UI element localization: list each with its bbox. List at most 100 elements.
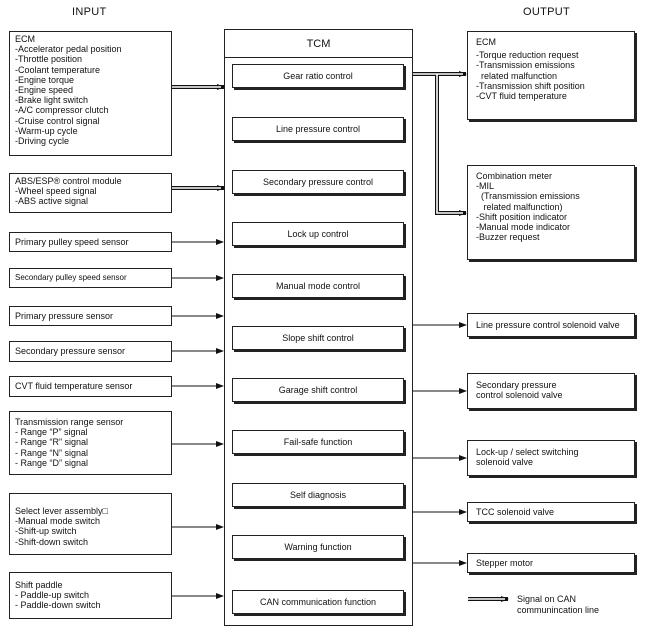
input-item: - Range “R” signal <box>15 437 89 448</box>
function-label: Lock up control <box>287 228 349 239</box>
input-item: -Driving cycle <box>15 136 70 147</box>
function-label: Slope shift control <box>282 332 354 343</box>
input-item: - Paddle-down switch <box>15 600 101 611</box>
legend-label: Signal on CAN communincation line <box>517 594 599 616</box>
function-label: Garage shift control <box>278 384 358 395</box>
function-manual-mode-control: Manual mode control <box>232 274 404 298</box>
output-combination-meter: Combination meter -MIL (Transmission emi… <box>467 165 635 260</box>
function-slope-shift-control: Slope shift control <box>232 326 404 350</box>
input-title: Secondary pulley speed sensor <box>15 273 127 282</box>
function-label: Secondary pressure control <box>262 176 374 187</box>
output-title: Line pressure control solenoid valve <box>476 320 620 330</box>
output-title: Secondary pressure <box>476 380 557 390</box>
function-label: Manual mode control <box>275 280 361 291</box>
input-item: -Shift-down switch <box>15 536 89 547</box>
output-item: -Manual mode indicator <box>476 222 571 233</box>
output-title: Lock-up / select switching <box>476 447 579 457</box>
function-self-diagnosis: Self diagnosis <box>232 483 404 507</box>
function-label: Warning function <box>284 541 352 552</box>
output-title: ECM <box>476 37 496 47</box>
input-item: -Coolant temperature <box>15 64 101 75</box>
input-item: -Warm-up cycle <box>15 125 78 136</box>
input-item: - Range “D” signal <box>15 457 89 468</box>
function-warning-function: Warning function <box>232 535 404 559</box>
output-item: -CVT fluid temperature <box>476 91 567 102</box>
input-item: -Throttle position <box>15 54 83 65</box>
input-item: -Manual mode switch <box>15 516 101 527</box>
input-shift-paddle: Shift paddle - Paddle-up switch - Paddle… <box>9 572 172 619</box>
output-item: solenoid valve <box>476 457 534 468</box>
function-label: CAN communication function <box>259 596 377 607</box>
input-abs-esp-module: ABS/ESP® control module -Wheel speed sig… <box>9 173 172 213</box>
input-cvt-fluid-temperature-sensor: CVT fluid temperature sensor <box>9 376 172 397</box>
output-line-pressure-control-solenoid-valve: Line pressure control solenoid valve <box>467 313 635 337</box>
input-item: -A/C compressor clutch <box>15 105 109 116</box>
output-tcc-solenoid-valve: TCC solenoid valve <box>467 502 635 522</box>
function-label: Self diagnosis <box>289 489 347 500</box>
output-item: -Buzzer request <box>476 232 540 243</box>
input-secondary-pulley-speed-sensor: Secondary pulley speed sensor <box>9 268 172 288</box>
function-label: Fail-safe function <box>283 436 353 447</box>
output-item: related malfunction <box>476 70 558 81</box>
input-secondary-pressure-sensor: Secondary pressure sensor <box>9 341 172 362</box>
legend-line-2: communincation line <box>517 605 600 615</box>
output-title: Combination meter <box>476 171 553 181</box>
input-title: Primary pressure sensor <box>15 311 114 321</box>
input-title: Primary pulley speed sensor <box>15 237 129 247</box>
input-item: -Wheel speed signal <box>15 186 97 197</box>
output-item: -Transmission emissions <box>476 60 575 71</box>
input-title: ECM <box>15 34 35 44</box>
output-item: related malfunction) <box>476 201 563 212</box>
input-item: - Range “N” signal <box>15 447 89 458</box>
input-title: ABS/ESP® control module <box>15 176 122 186</box>
input-item: -Cruise control signal <box>15 115 100 126</box>
function-can-communication-function: CAN communication function <box>232 590 404 614</box>
function-label: Gear ratio control <box>283 70 353 81</box>
function-gear-ratio-control: Gear ratio control <box>232 64 404 88</box>
input-primary-pulley-speed-sensor: Primary pulley speed sensor <box>9 232 172 252</box>
output-title: Stepper motor <box>476 558 534 568</box>
tcm-block: TCM <box>224 29 413 626</box>
input-item: -Accelerator pedal position <box>15 44 122 55</box>
function-fail-safe-function: Fail-safe function <box>232 430 404 454</box>
output-stepper-motor: Stepper motor <box>467 553 635 573</box>
input-title: Secondary pressure sensor <box>15 346 126 356</box>
function-line-pressure-control: Line pressure control <box>232 117 404 141</box>
tcm-title: TCM <box>306 38 331 50</box>
function-label: Line pressure control <box>275 123 361 134</box>
input-select-lever-assembly: Select lever assembly□ -Manual mode swit… <box>9 493 172 555</box>
output-ecm: ECM -Torque reduction request -Transmiss… <box>467 31 635 120</box>
input-item: - Range “P” signal <box>15 427 88 438</box>
input-title: Transmission range sensor <box>15 417 124 427</box>
input-transmission-range-sensor: Transmission range sensor - Range “P” si… <box>9 411 172 475</box>
output-secondary-pressure-control-solenoid-valve: Secondary pressure control solenoid valv… <box>467 373 635 409</box>
output-item: -MIL <box>476 181 494 192</box>
output-item: control solenoid valve <box>476 390 563 401</box>
output-item: (Transmission emissions <box>476 191 580 202</box>
legend-line-1: Signal on CAN <box>517 594 577 604</box>
output-header: OUTPUT <box>523 6 571 18</box>
input-item: -Engine speed <box>15 85 74 96</box>
function-secondary-pressure-control: Secondary pressure control <box>232 170 404 194</box>
function-lock-up-control: Lock up control <box>232 222 404 246</box>
input-title: CVT fluid temperature sensor <box>15 381 133 391</box>
input-title: Select lever assembly□ <box>15 506 108 516</box>
input-primary-pressure-sensor: Primary pressure sensor <box>9 306 172 326</box>
input-item: -Engine torque <box>15 74 75 85</box>
input-item: - Paddle-up switch <box>15 590 90 601</box>
input-item: -Shift-up switch <box>15 526 77 537</box>
tcm-divider <box>225 57 412 58</box>
output-title: TCC solenoid valve <box>476 507 555 517</box>
output-item: -Transmission shift position <box>476 80 585 91</box>
input-item: -ABS active signal <box>15 196 89 207</box>
output-item: -Torque reduction request <box>476 50 579 61</box>
input-item: -Brake light switch <box>15 95 89 106</box>
input-header: INPUT <box>72 6 107 18</box>
function-garage-shift-control: Garage shift control <box>232 378 404 402</box>
can-signal-arrow-ecm-output <box>413 71 467 216</box>
output-lock-up-select-switching-solenoid-valve: Lock-up / select switching solenoid valv… <box>467 440 635 476</box>
input-ecm: ECM -Accelerator pedal position -Throttl… <box>9 31 172 156</box>
input-title: Shift paddle <box>15 580 63 590</box>
output-item: -Shift position indicator <box>476 211 568 222</box>
